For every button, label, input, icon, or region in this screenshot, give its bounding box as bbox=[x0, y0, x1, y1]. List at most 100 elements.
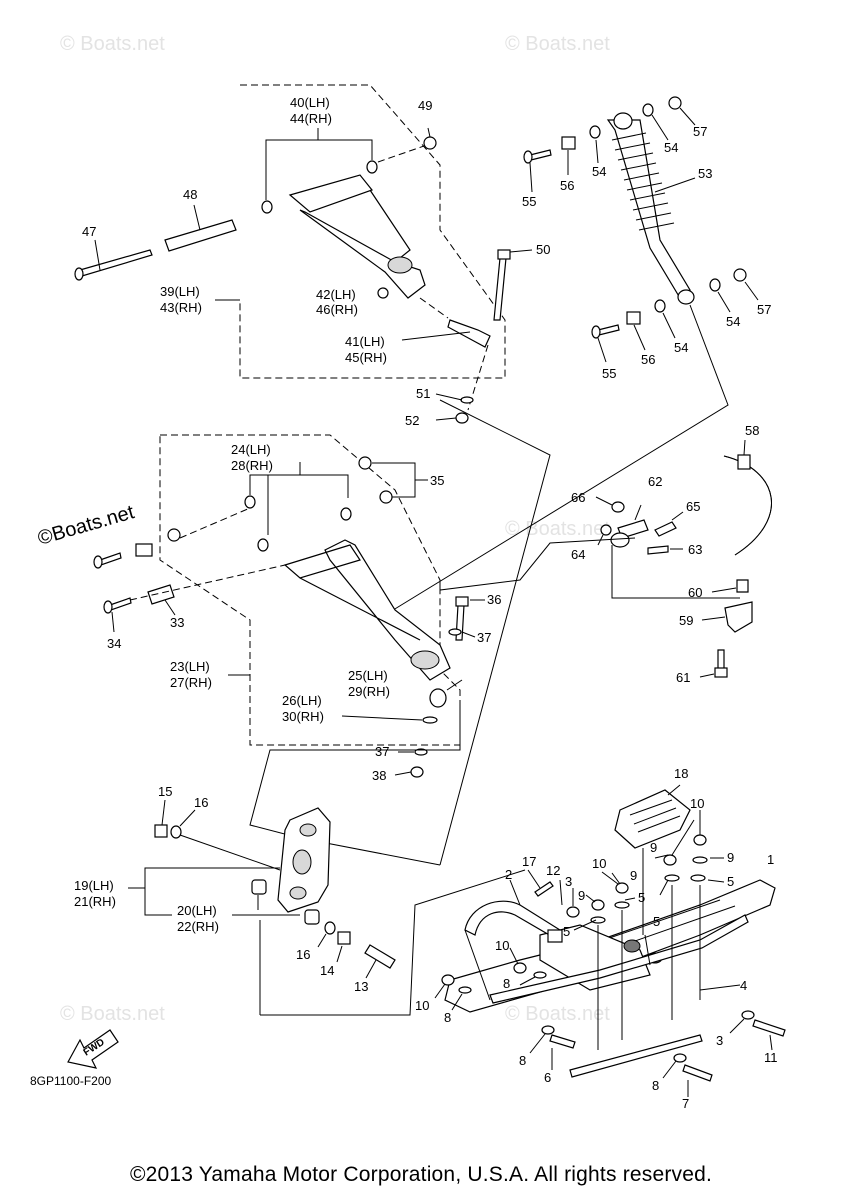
leader-line bbox=[439, 537, 636, 591]
label-3a: 3 bbox=[565, 874, 572, 889]
bolt-55b bbox=[597, 324, 620, 336]
leader-line bbox=[372, 462, 416, 498]
label-3b: 3 bbox=[716, 1033, 723, 1048]
leader-line bbox=[717, 291, 731, 313]
cushion-rib bbox=[629, 799, 681, 833]
label-60: 60 bbox=[688, 585, 702, 600]
bolt-11 bbox=[752, 1019, 786, 1037]
label-7: 7 bbox=[682, 1096, 689, 1111]
label-63: 63 bbox=[688, 542, 702, 557]
leader-line bbox=[179, 507, 251, 539]
pin-13 bbox=[364, 944, 396, 969]
bushing-14 bbox=[337, 931, 351, 945]
leader-line bbox=[249, 700, 461, 866]
leader-line bbox=[651, 114, 669, 141]
leader-line bbox=[384, 304, 729, 616]
leader-line bbox=[446, 679, 463, 691]
leader-line bbox=[701, 616, 726, 621]
label-9d: 9 bbox=[630, 868, 637, 883]
bolt-7 bbox=[682, 1064, 713, 1082]
leader-line bbox=[461, 631, 476, 638]
bolt-head bbox=[497, 249, 511, 260]
label-25: 25(LH) bbox=[348, 668, 388, 683]
upper-a-arm bbox=[288, 174, 426, 299]
label-15: 15 bbox=[158, 784, 172, 799]
leader-line bbox=[509, 249, 533, 253]
diagram-code: 8GP1100-F200 bbox=[30, 1074, 112, 1088]
washer-26 bbox=[422, 716, 438, 724]
label-56b: 56 bbox=[641, 352, 655, 367]
bolt-65 bbox=[654, 521, 677, 537]
label-44: 44(RH) bbox=[290, 111, 332, 126]
label-22: 22(RH) bbox=[177, 919, 219, 934]
saddle-bushing bbox=[623, 939, 641, 953]
label-30: 30(RH) bbox=[282, 709, 324, 724]
bolt-head bbox=[103, 600, 113, 614]
ball-joint-41 bbox=[447, 319, 491, 348]
label-37a: 37 bbox=[477, 630, 491, 645]
label-39: 39(LH) bbox=[160, 284, 200, 299]
label-37b: 37 bbox=[375, 744, 389, 759]
cushion-18 bbox=[614, 789, 691, 849]
label-19: 19(LH) bbox=[74, 878, 114, 893]
leader-line bbox=[671, 511, 684, 521]
label-45: 45(RH) bbox=[345, 350, 387, 365]
watermark: © Boats.net bbox=[60, 1003, 165, 1025]
leader-line bbox=[435, 417, 457, 421]
bushing-44 bbox=[261, 200, 273, 214]
leader-line bbox=[711, 587, 737, 593]
washer-51 bbox=[460, 396, 474, 404]
spacer-33b bbox=[135, 543, 153, 557]
label-2: 2 bbox=[505, 867, 512, 882]
label-50: 50 bbox=[536, 242, 550, 257]
bolt-55a bbox=[529, 149, 552, 161]
spindle-hole bbox=[292, 849, 312, 875]
label-62: 62 bbox=[648, 474, 662, 489]
cable-end bbox=[737, 454, 751, 470]
upper-arm-boundary bbox=[239, 84, 506, 379]
leader-line bbox=[128, 867, 280, 889]
bolt-head bbox=[523, 150, 533, 164]
label-17: 17 bbox=[522, 854, 536, 869]
collar-54a bbox=[642, 103, 654, 117]
label-38: 38 bbox=[372, 768, 386, 783]
label-57b: 57 bbox=[757, 302, 771, 317]
arm-mount bbox=[410, 650, 440, 670]
rod-end bbox=[610, 532, 630, 548]
part-labels: 40(LH) 44(RH) 49 48 47 39(LH) 43(RH) 42(… bbox=[74, 95, 778, 1111]
leader-line bbox=[435, 393, 463, 401]
collar-54c bbox=[709, 278, 721, 292]
label-18: 18 bbox=[674, 766, 688, 781]
leader-line bbox=[249, 474, 349, 498]
label-28: 28(RH) bbox=[231, 458, 273, 473]
bushing-40 bbox=[366, 160, 378, 174]
bolt-6 bbox=[549, 1034, 576, 1049]
bushing-24 bbox=[244, 495, 256, 509]
label-16b: 16 bbox=[296, 947, 310, 962]
nut-52 bbox=[455, 412, 469, 424]
leader-line bbox=[377, 145, 425, 163]
leader-line bbox=[401, 331, 471, 341]
bushing-15 bbox=[154, 824, 168, 838]
label-49: 49 bbox=[418, 98, 432, 113]
label-10a: 10 bbox=[690, 796, 704, 811]
label-48: 48 bbox=[183, 187, 197, 202]
leader-line bbox=[317, 933, 327, 948]
label-5d: 5 bbox=[563, 924, 570, 939]
leader-line bbox=[144, 888, 172, 916]
wear-bar bbox=[569, 1034, 703, 1078]
bolt-34a bbox=[109, 597, 132, 611]
nut-64 bbox=[600, 524, 612, 536]
leader-line bbox=[667, 784, 681, 796]
leader-line bbox=[161, 799, 166, 826]
label-34a: 34 bbox=[107, 636, 121, 651]
label-36: 36 bbox=[487, 592, 501, 607]
label-47: 47 bbox=[82, 224, 96, 239]
label-29: 29(RH) bbox=[348, 684, 390, 699]
label-14: 14 bbox=[320, 963, 334, 978]
label-12: 12 bbox=[546, 863, 560, 878]
leader-line bbox=[129, 564, 286, 601]
bushing-28b bbox=[257, 538, 269, 552]
shock-bottom-eye bbox=[677, 289, 695, 305]
